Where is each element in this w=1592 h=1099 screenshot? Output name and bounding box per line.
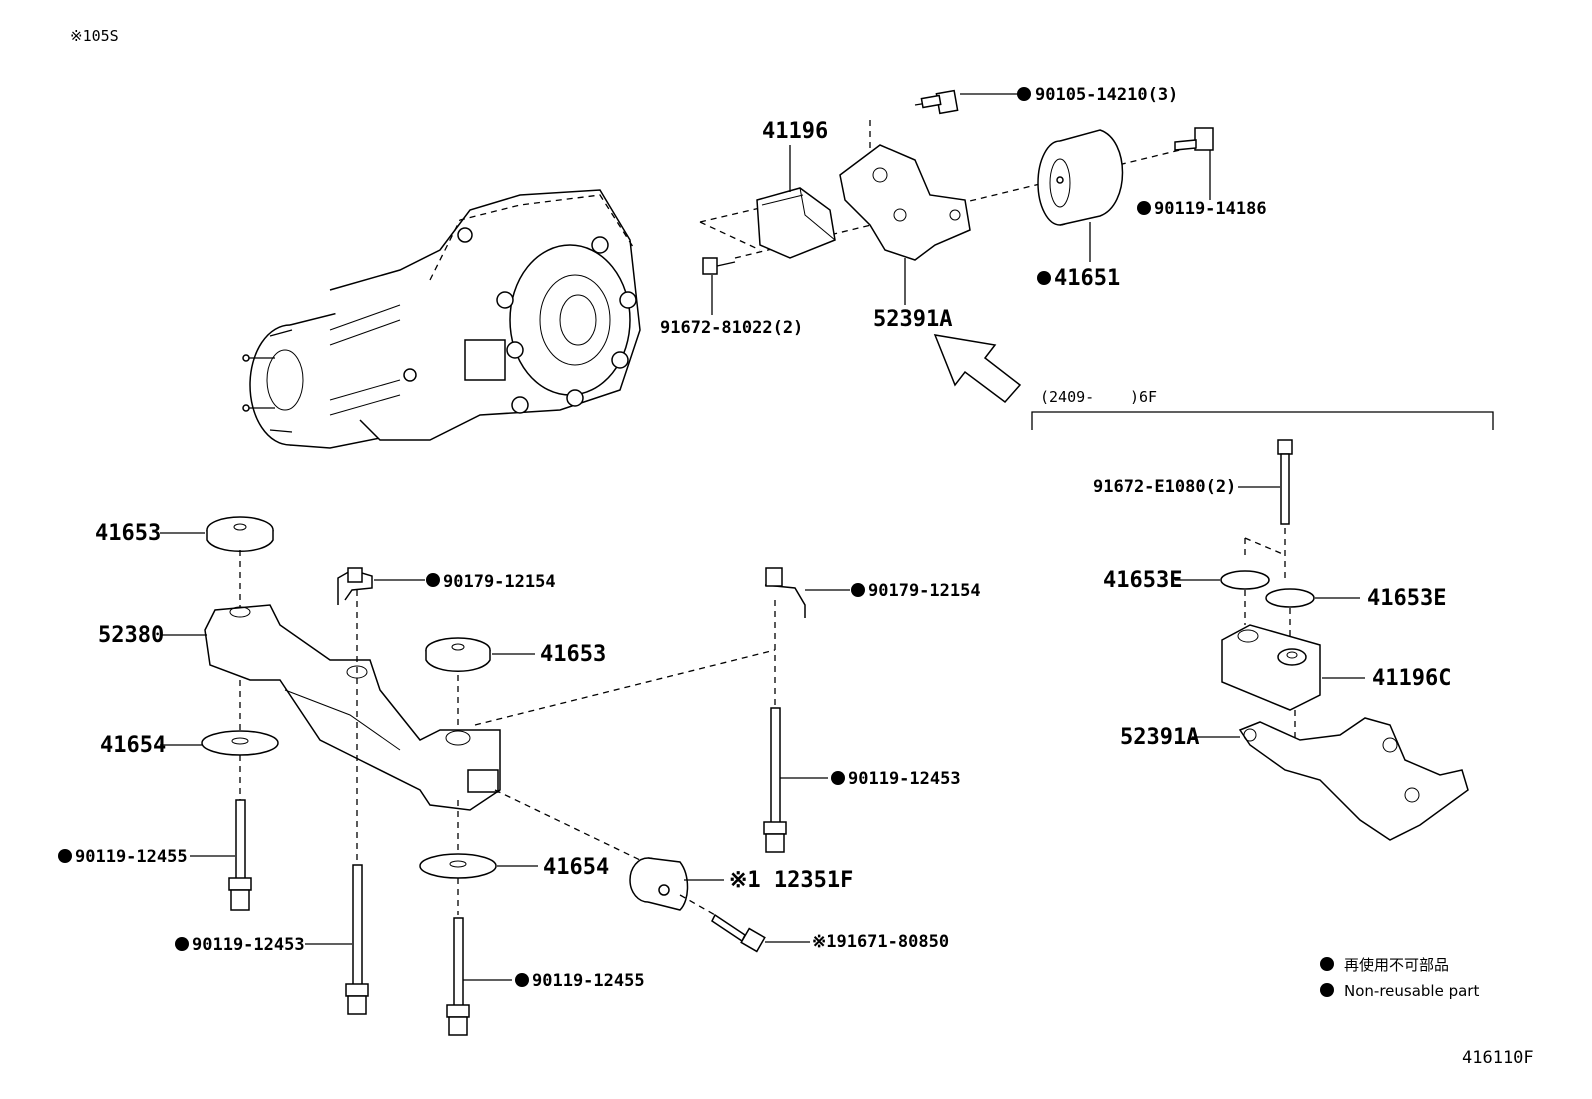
bracket-group-range: (2409- bbox=[1040, 388, 1094, 406]
callout-12351f: ※1 12351F bbox=[729, 868, 853, 893]
bolt-90119-12455-bottom bbox=[446, 917, 470, 1036]
callout-41653e-left: 41653E bbox=[1103, 568, 1182, 593]
bolt-90119-12453-left bbox=[345, 864, 369, 1015]
callout-90119-12455-bottom: 90119-12455 bbox=[532, 971, 645, 991]
assembly-line-top bbox=[699, 149, 1181, 259]
cushion-41653-mid bbox=[425, 637, 491, 672]
engine-mount-41651 bbox=[1037, 129, 1124, 226]
callout-90105-14210: 90105-14210(3) bbox=[1035, 85, 1178, 105]
bolt-91672-81022 bbox=[702, 257, 736, 275]
callout-52391a-top: 52391A bbox=[873, 307, 952, 332]
washer-41654-mid bbox=[419, 853, 497, 879]
crossmember-52380 bbox=[204, 604, 501, 811]
callout-91672-e1080: 91672-E1080(2) bbox=[1093, 477, 1236, 497]
callout-41653-left: 41653 bbox=[95, 521, 161, 546]
bracket-group-code: )6F bbox=[1130, 388, 1157, 406]
callout-41654-left: 41654 bbox=[100, 733, 166, 758]
callout-52380: 52380 bbox=[98, 623, 164, 648]
bolt-90105-14210 bbox=[914, 89, 959, 115]
callout-90179-12154-b: 90179-12154 bbox=[868, 581, 981, 601]
group-bracket bbox=[1031, 411, 1494, 430]
bolt-91672-e1080 bbox=[1277, 439, 1293, 525]
clip-90179-12154-b bbox=[764, 567, 806, 618]
bolt-90119-12455-left bbox=[228, 799, 252, 911]
callout-41196: 41196 bbox=[762, 119, 828, 144]
variant-code: ※105S bbox=[70, 27, 119, 45]
callout-41651: 41651 bbox=[1054, 266, 1120, 291]
bracket-52391a-right bbox=[1238, 717, 1469, 841]
bracket-52391a bbox=[839, 144, 971, 261]
bolt-90119-14186 bbox=[1174, 127, 1214, 151]
figure-code: 416110F bbox=[1462, 1048, 1534, 1068]
non-reusable-marker bbox=[1017, 87, 1031, 101]
washer-41653e-right bbox=[1265, 588, 1315, 608]
callout-91671-80850: ※191671-80850 bbox=[812, 932, 949, 952]
legend-marker-en bbox=[1320, 983, 1334, 997]
callout-90119-14186: 90119-14186 bbox=[1154, 199, 1267, 219]
callout-41653-mid: 41653 bbox=[540, 642, 606, 667]
callout-52391a-right: 52391A bbox=[1120, 725, 1199, 750]
legend-label-jp: 再使用不可部品 bbox=[1344, 956, 1449, 974]
view-arrow bbox=[933, 334, 1022, 404]
callout-90179-12154-a: 90179-12154 bbox=[443, 572, 556, 592]
stopper-41196c bbox=[1221, 624, 1321, 711]
legend-marker-jp bbox=[1320, 957, 1334, 971]
clip-90179-12154-a bbox=[337, 567, 373, 605]
callout-91672-81022: 91672-81022(2) bbox=[660, 318, 803, 338]
damper-12351f bbox=[629, 857, 689, 911]
washer-41654-left bbox=[201, 730, 279, 756]
callout-90119-12455-left: 90119-12455 bbox=[75, 847, 188, 867]
washer-41653e-left bbox=[1220, 570, 1270, 590]
callout-41196c: 41196C bbox=[1372, 666, 1451, 691]
callout-41654-mid: 41654 bbox=[543, 855, 609, 880]
bolt-91671-80850 bbox=[711, 913, 766, 953]
bolt-90119-12453-right bbox=[763, 707, 787, 853]
legend-label-en: Non-reusable part bbox=[1344, 982, 1479, 1000]
callout-90119-12453-right: 90119-12453 bbox=[848, 769, 961, 789]
rear-transaxle-illustration bbox=[242, 189, 641, 449]
stopper-41196 bbox=[756, 187, 836, 259]
callout-90119-12453-left: 90119-12453 bbox=[192, 935, 305, 955]
cushion-41653-left bbox=[206, 516, 274, 552]
callout-41653e-right: 41653E bbox=[1367, 586, 1446, 611]
